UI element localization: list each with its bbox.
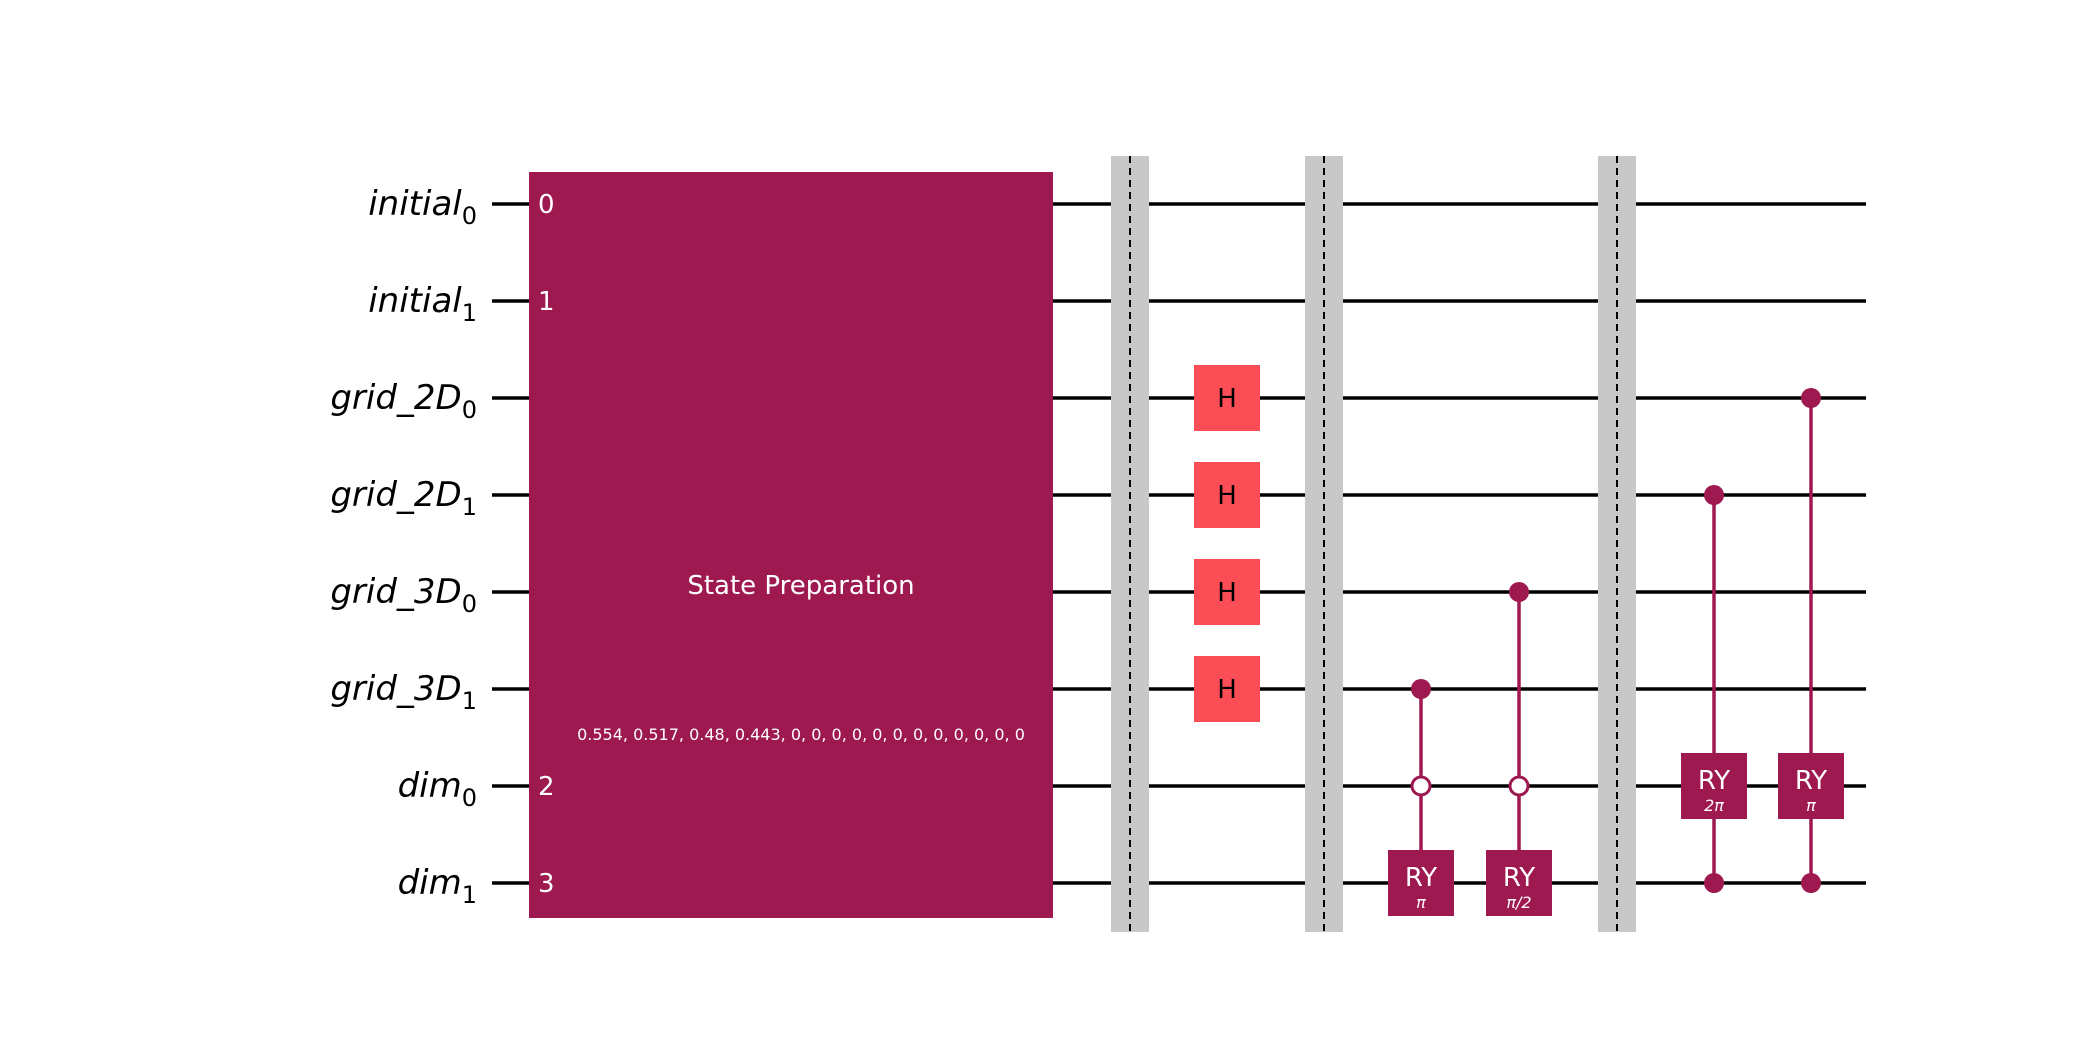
hadamard-gate (1194, 559, 1260, 625)
hadamard-gate (1194, 656, 1260, 722)
qubit-label-index: 1 (462, 881, 477, 909)
qubit-label-name: grid_3D (330, 572, 461, 612)
ry-gate-param: π/2 (1506, 893, 1531, 912)
qubit-label: grid_2D0 (330, 378, 477, 424)
qubit-label-name: grid_3D (330, 669, 461, 709)
qubit-label: initial1 (368, 281, 477, 327)
qubit-label: grid_3D0 (330, 572, 477, 618)
hadamard-gate-label: H (1217, 481, 1237, 511)
qubit-label-name: grid_2D (330, 475, 461, 515)
control-dot (1509, 582, 1529, 602)
ry-gate (1388, 850, 1454, 916)
qubit-label-index: 1 (462, 687, 477, 715)
qubit-label: grid_3D1 (330, 669, 477, 715)
qubit-label-index: 0 (462, 784, 477, 812)
barriers (1111, 156, 1636, 932)
ry-gate-label: RY (1795, 766, 1827, 796)
state-preparation-port: 2 (538, 772, 555, 802)
qubit-label-name: initial (368, 184, 462, 224)
hadamard-gate (1194, 462, 1260, 528)
qubit-label-index: 0 (462, 202, 477, 230)
qubit-label: initial0 (368, 184, 477, 230)
open-control-dot (1410, 775, 1432, 797)
ry-gate-param: 2π (1704, 796, 1724, 815)
ry-gate-label: RY (1405, 863, 1437, 893)
control-dot (1704, 485, 1724, 505)
control-dot (1801, 388, 1821, 408)
ry-gate-param: π (1806, 796, 1816, 815)
qubit-label-index: 1 (462, 493, 477, 521)
ry-gate-param: π (1416, 893, 1426, 912)
control-dot (1704, 873, 1724, 893)
control-dot (1801, 873, 1821, 893)
state-preparation-block: State Preparation 0.554, 0.517, 0.48, 0.4… (529, 172, 1053, 918)
ry-gate (1681, 753, 1747, 819)
qubit-label-index: 1 (462, 299, 477, 327)
qubit-label-name: dim (398, 863, 462, 903)
hadamard-gate-label: H (1217, 675, 1237, 705)
open-control-dot (1508, 775, 1530, 797)
hadamard-gate-label: H (1217, 578, 1237, 608)
state-preparation-label: State Preparation (687, 571, 914, 601)
hadamard-gate (1194, 365, 1260, 431)
qubit-label-name: grid_2D (330, 378, 461, 418)
ry-gate (1778, 753, 1844, 819)
qubit-labels: initial0initial1grid_2D0grid_2D1grid_3D0… (330, 184, 477, 909)
state-preparation-box (529, 172, 1053, 918)
qubit-label-name: dim (398, 766, 462, 806)
state-preparation-port: 3 (538, 869, 555, 899)
ry-gate-label: RY (1503, 863, 1535, 893)
qubit-label-name: initial (368, 281, 462, 321)
hadamard-gate-label: H (1217, 384, 1237, 414)
state-preparation-params: 0.554, 0.517, 0.48, 0.443, 0, 0, 0, 0, 0… (577, 725, 1025, 744)
qubit-label-index: 0 (462, 396, 477, 424)
qubit-label: dim0 (398, 766, 477, 812)
state-preparation-port: 0 (538, 190, 555, 220)
control-dot (1411, 679, 1431, 699)
qubit-label: dim1 (398, 863, 477, 909)
state-preparation-port: 1 (538, 287, 555, 317)
ry-gate-label: RY (1698, 766, 1730, 796)
ry-gate (1486, 850, 1552, 916)
qubit-label-index: 0 (462, 590, 477, 618)
qubit-label: grid_2D1 (330, 475, 477, 521)
